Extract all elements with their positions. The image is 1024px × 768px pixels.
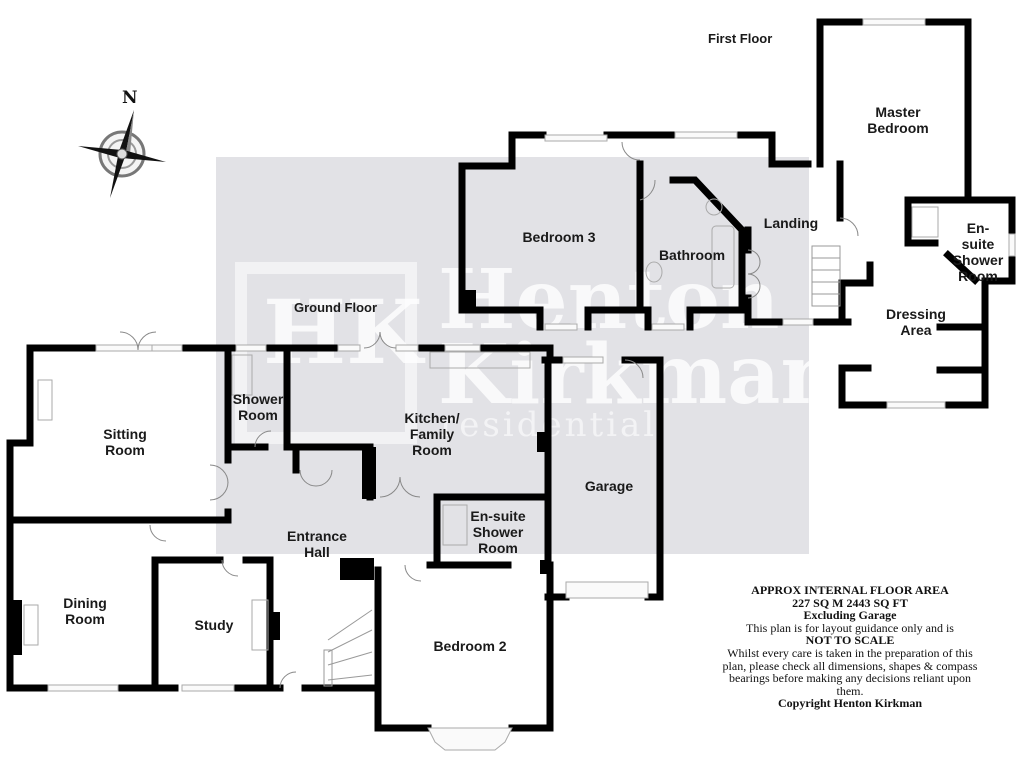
room-label-kitchen-family-room: Kitchen/ Family Room: [404, 410, 460, 458]
compass-icon: [78, 110, 166, 198]
notes-area: 227 SQ M 2443 SQ FT: [792, 595, 908, 610]
room-label-ensuite-ground: En-suite Shower Room: [470, 508, 526, 556]
room-label-shower-room: Shower Room: [232, 391, 284, 423]
room-label-sitting-room: Sitting Room: [103, 426, 147, 458]
notes-not-to-scale: NOT TO SCALE: [805, 633, 895, 648]
room-label-landing: Landing: [763, 215, 819, 231]
room-label-ensuite-first: En-suite Shower Room: [952, 220, 1004, 284]
room-label-bathroom: Bathroom: [658, 247, 726, 263]
ground-floor-label: Ground Floor: [294, 300, 378, 315]
notes-excluding: Excluding Garage: [803, 608, 897, 623]
room-label-entrance-hall: Entrance Hall: [287, 528, 347, 560]
room-label-dressing-area: Dressing Area: [886, 306, 946, 338]
watermark-monogram-box: [235, 262, 417, 444]
first-floor-label: First Floor: [708, 31, 773, 46]
room-label-garage: Garage: [584, 478, 634, 494]
compass-north-label: N: [122, 88, 138, 108]
notes-copyright: Copyright Henton Kirkman: [777, 696, 922, 711]
room-label-study: Study: [194, 617, 234, 633]
room-label-bedroom-3: Bedroom 3: [522, 229, 596, 245]
compass-rose: N: [70, 88, 180, 203]
notes-title: APPROX INTERNAL FLOOR AREA: [751, 583, 949, 597]
room-label-master-bedroom: Master Bedroom: [867, 104, 929, 136]
room-label-dining-room: Dining Room: [63, 595, 107, 627]
watermark-line-henton: Henton: [438, 252, 780, 348]
notes-disclaimer: Whilst every care is taken in the prepar…: [722, 645, 978, 698]
floor-area-notes: APPROX INTERNAL FLOOR AREA 227 SQ M 2443…: [722, 584, 978, 710]
room-label-bedroom-2: Bedroom 2: [433, 638, 507, 654]
notes-guidance: This plan is for layout guidance only an…: [746, 620, 954, 635]
watermark-panel: [216, 157, 809, 554]
